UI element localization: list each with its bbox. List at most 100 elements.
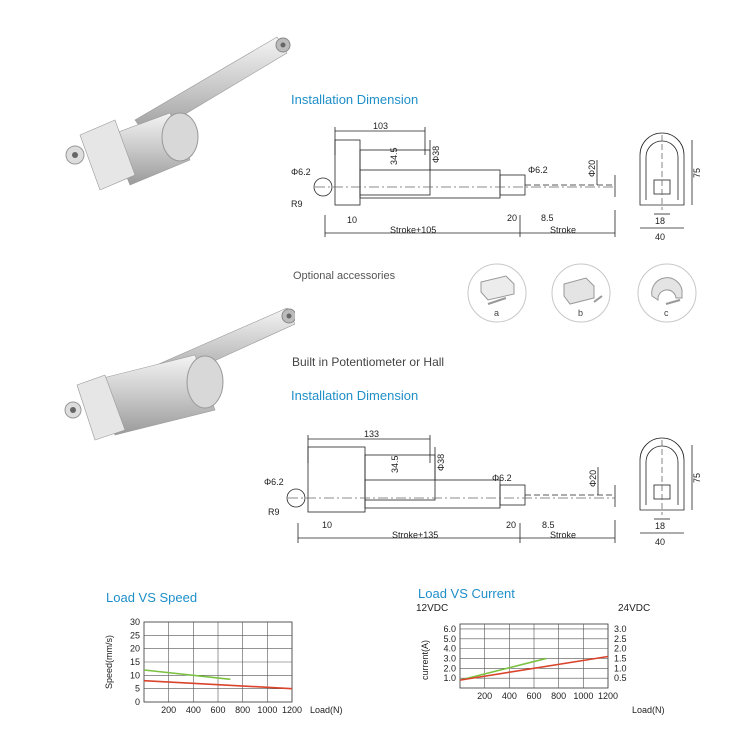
end-hole-2: 18 (655, 521, 665, 531)
y-tick-label: 15 (130, 657, 140, 667)
dim-length-2: 133 (364, 429, 379, 439)
feature-note: Built in Potentiometer or Hall (292, 355, 445, 369)
dim-pin-right-1: Φ6.2 (528, 165, 548, 175)
x-tick-label: 1000 (257, 705, 277, 715)
dim-pin-left-2: Φ6.2 (264, 477, 284, 487)
series-line (459, 655, 609, 681)
y-right-tick-label: 3.0 (614, 624, 627, 634)
x-tick-label: 800 (235, 705, 250, 715)
x-tick-label: 600 (526, 691, 541, 701)
y-right-tick-label: 1.5 (614, 653, 627, 663)
end-hole-1: 18 (655, 216, 665, 226)
current-chart-series (459, 655, 609, 681)
accessory-b-label: b (578, 308, 584, 318)
actuator-gearbox (64, 374, 126, 441)
clamp-c-icon (637, 263, 697, 323)
dim-radius-1: R9 (291, 199, 303, 209)
speed-chart-title: Load VS Speed (106, 590, 198, 605)
dim-retracted-2: Stroke+135 (392, 530, 438, 540)
accessory-c-label: c (664, 308, 669, 318)
series-line (459, 657, 547, 681)
dim-body-2: Φ38 (436, 454, 446, 471)
actuator-motor (94, 354, 224, 436)
installation-drawing-2: 133 Φ6.2 R9 34.5 Φ38 Φ6.2 Φ20 10 20 8.5 … (264, 429, 616, 543)
y-tick-label: 5.0 (443, 634, 456, 644)
dim-height-2: 34.5 (390, 455, 400, 473)
dim-body-1: Φ38 (431, 146, 441, 163)
current-right-axis-title: 24VDC (618, 603, 651, 614)
section-1-title: Installation Dimension (291, 92, 419, 107)
x-tick-label: 600 (210, 705, 225, 715)
speed-chart: 200 400 600 800 1000 1200 0 5 10 15 20 25 30 Speed(m… (104, 617, 343, 715)
y-tick-label: 2.0 (443, 663, 456, 673)
x-tick-label: 200 (161, 705, 176, 715)
y-tick-label: 0 (135, 697, 140, 707)
actuator-gearbox (65, 119, 136, 191)
dim-tip-b-2: 8.5 (542, 520, 555, 530)
dim-height-1: 34.5 (389, 147, 399, 165)
dim-pin-right-2: Φ6.2 (492, 473, 512, 483)
dim-rod-1: Φ20 (587, 160, 597, 177)
dim-stroke-2: Stroke (550, 530, 576, 540)
dim-stroke-1: Stroke (550, 225, 576, 235)
current-left-axis-title: 12VDC (416, 603, 449, 614)
bracket-a-icon (467, 263, 527, 323)
dim-offset-2: 10 (322, 520, 332, 530)
dim-rod-2: Φ20 (588, 470, 598, 487)
y-tick-label: 6.0 (443, 624, 456, 634)
x-tick-label: 400 (502, 691, 517, 701)
accessory-b: b (550, 262, 612, 324)
dim-retracted-1: Stroke+105 (390, 225, 436, 235)
accessory-a-label: a (494, 308, 500, 318)
x-tick-label: 800 (551, 691, 566, 701)
end-height-1: 75 (692, 168, 702, 178)
dim-length-1: 103 (373, 121, 388, 131)
series-line (143, 669, 231, 681)
y-tick-label: 1.0 (443, 673, 456, 683)
accessories-title: Optional accessories (293, 270, 396, 282)
x-tick-label: 1200 (282, 705, 302, 715)
y-tick-label: 20 (130, 644, 140, 654)
speed-ylabel: Speed(mm/s) (104, 635, 114, 689)
speed-xlabel: Load(N) (310, 705, 343, 715)
y-tick-label: 25 (130, 630, 140, 640)
x-tick-label: 400 (186, 705, 201, 715)
end-view-1: 75 18 40 (639, 132, 702, 242)
dim-tip-a-1: 20 (507, 213, 517, 223)
current-ylabel: current(A) (420, 640, 430, 680)
y-right-tick-label: 2.0 (614, 644, 627, 654)
speed-chart-ticks: 200 400 600 800 1000 1200 0 5 10 15 20 25 30 (130, 617, 302, 715)
x-tick-label: 1200 (598, 691, 618, 701)
x-tick-label: 1000 (573, 691, 593, 701)
end-width-2: 40 (655, 537, 665, 547)
installation-drawing-1: 103 Φ6.2 R9 34.5 Φ38 Φ6.2 Φ20 10 20 8.5 … (291, 121, 616, 237)
current-chart-grid (459, 623, 609, 689)
y-right-tick-label: 2.5 (614, 634, 627, 644)
accessory-c: c (636, 262, 698, 324)
section-2-title: Installation Dimension (291, 388, 419, 403)
dim-tip-a-2: 20 (506, 520, 516, 530)
speed-chart-series (143, 669, 293, 690)
dim-tip-b-1: 8.5 (541, 213, 554, 223)
y-right-tick-label: 0.5 (614, 673, 627, 683)
y-tick-label: 30 (130, 617, 140, 627)
x-tick-label: 200 (477, 691, 492, 701)
current-chart-title: Load VS Current (418, 586, 515, 601)
actuator-photo-2 (64, 307, 295, 441)
speed-chart-grid (143, 621, 293, 703)
accessory-a: a (466, 262, 528, 324)
y-right-tick-label: 1.0 (614, 663, 627, 673)
end-height-2: 75 (692, 473, 702, 483)
dim-offset-1: 10 (347, 215, 357, 225)
actuator-photo-1 (65, 36, 291, 191)
series-line (143, 679, 293, 690)
dim-radius-2: R9 (268, 507, 280, 517)
y-tick-label: 10 (130, 670, 140, 680)
bracket-b-icon (551, 263, 611, 323)
end-view-2: 75 18 40 (639, 437, 702, 547)
end-width-1: 40 (655, 232, 665, 242)
y-tick-label: 5 (135, 684, 140, 694)
dim-pin-left-1: Φ6.2 (291, 167, 311, 177)
